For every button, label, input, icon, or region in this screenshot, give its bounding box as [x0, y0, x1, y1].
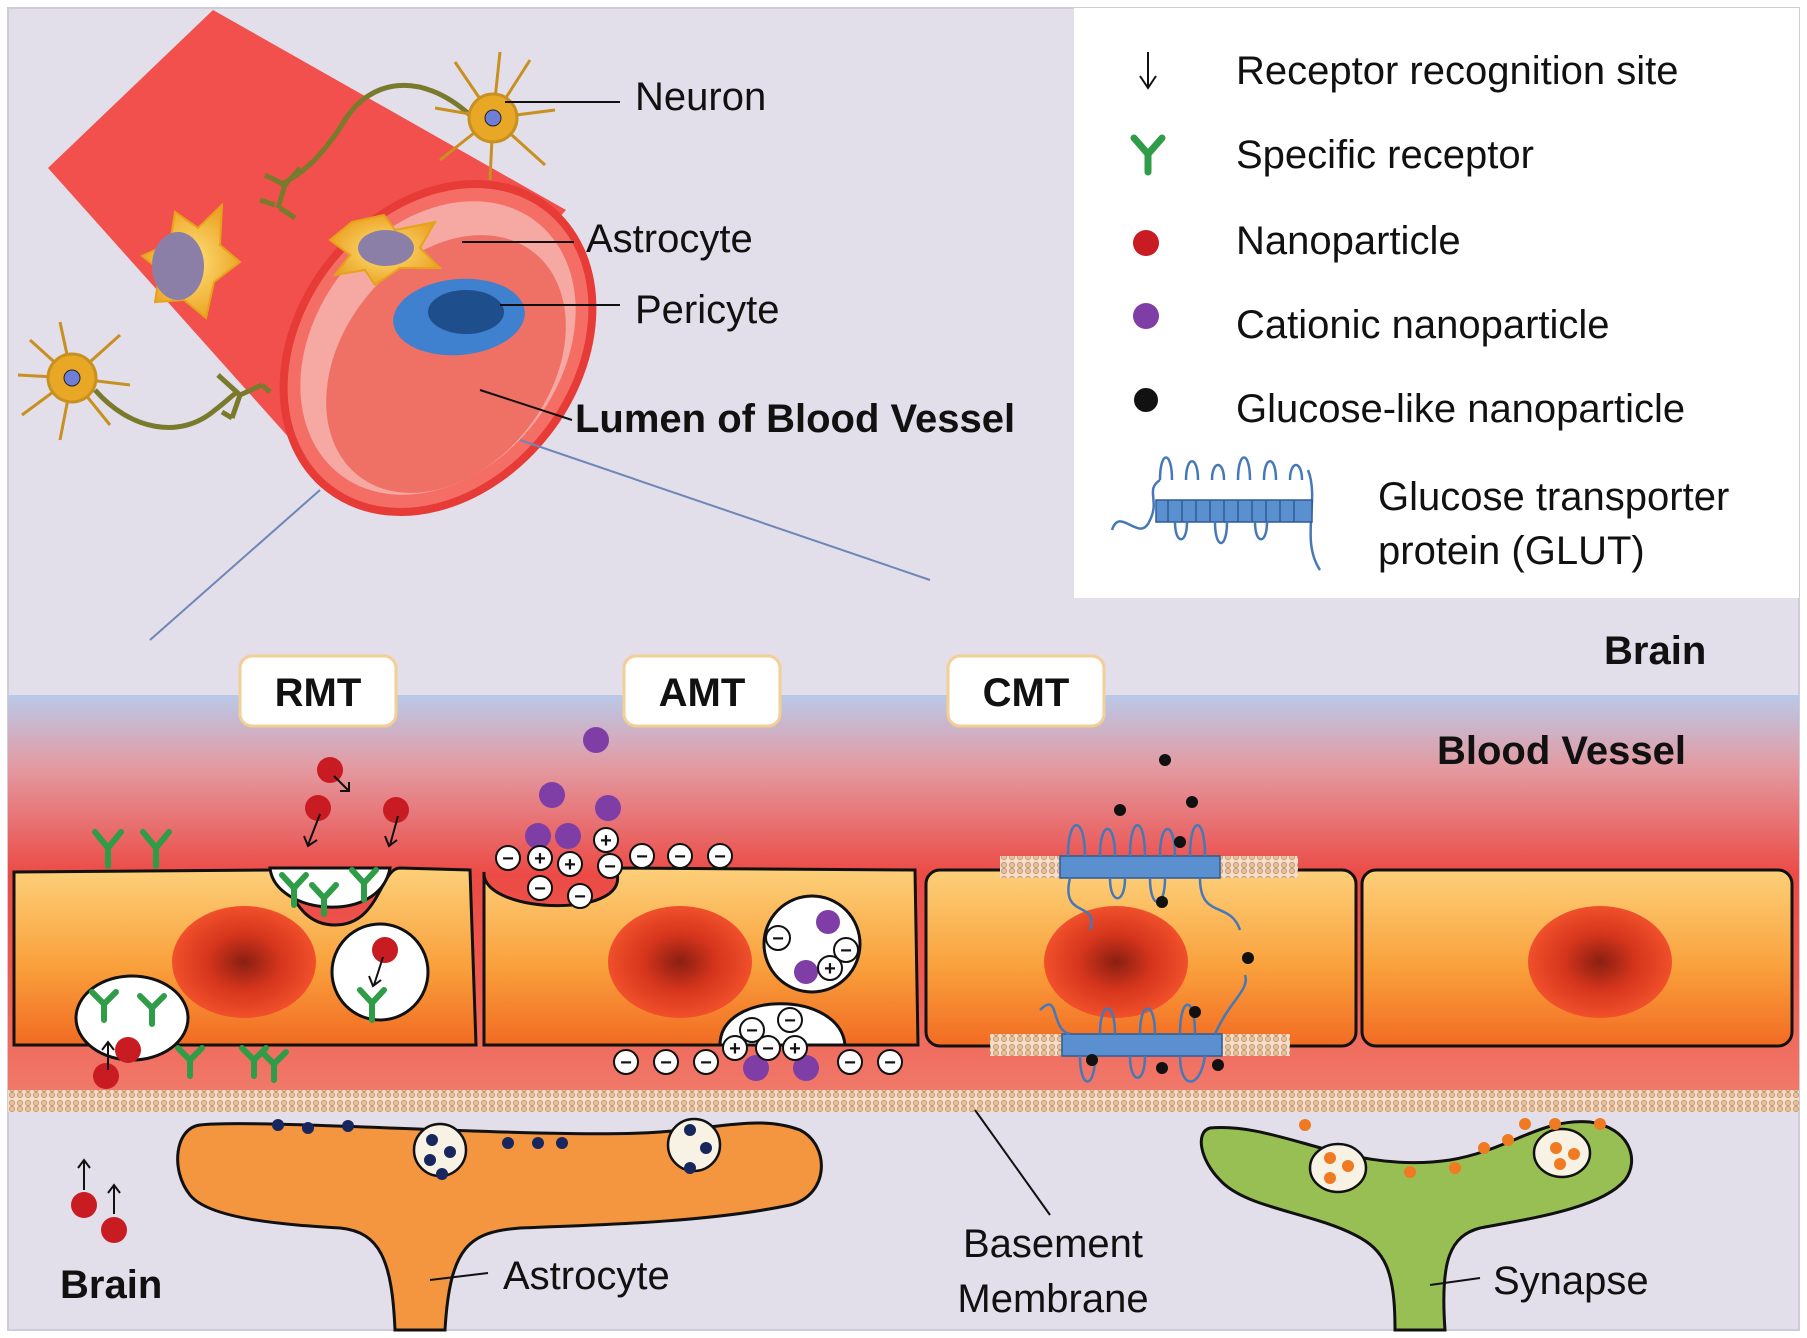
label-astrocyte-bottom: Astrocyte [503, 1254, 670, 1298]
charge-minus: − [534, 878, 546, 900]
charge-minus: − [636, 846, 648, 868]
synapse-vesicle-2 [1532, 1127, 1592, 1179]
zoom-line-left [149, 489, 321, 641]
neuron-terminal-top [259, 166, 302, 221]
basement-membrane [8, 1090, 1799, 1112]
legend: Receptor recognition site Specific recep… [1110, 49, 1729, 573]
charge-minus: − [714, 846, 726, 868]
neuron-terminal-bottom [216, 373, 272, 421]
label-cmt: CMT [983, 671, 1070, 715]
legend-receptor-site: Receptor recognition site [1236, 49, 1678, 93]
charge-minus: − [674, 846, 686, 868]
charge-circles [495, 827, 903, 1075]
charge-plus: + [729, 1038, 741, 1060]
charge-minus: − [620, 1052, 632, 1074]
neuron-body-top [434, 51, 556, 181]
specific-receptor-icon [1130, 134, 1166, 176]
charge-plus: + [600, 830, 612, 852]
vessel-body [48, 10, 566, 478]
legend-nanoparticle: Nanoparticle [1236, 219, 1461, 263]
label-brain-top: Brain [1604, 629, 1706, 673]
neuron-axon-bottom [93, 388, 242, 430]
rmt-vesicle-1 [330, 922, 430, 1022]
astrocyte-foot [176, 1121, 823, 1332]
cationic-nanoparticle-icon [1133, 303, 1159, 329]
nanoparticle-icon [1133, 230, 1159, 256]
cell-nucleus-2 [608, 906, 752, 1018]
pericyte-nucleus [428, 290, 504, 334]
label-synapse: Synapse [1493, 1259, 1649, 1303]
cell-nucleus-4 [1528, 906, 1672, 1018]
glut-transporter-bottom [1039, 974, 1248, 1083]
mechanism-amt: AMT [622, 654, 782, 728]
mechanism-cmt: CMT [946, 654, 1106, 728]
receptor-site-icon [1139, 52, 1157, 90]
legend-specific-receptor: Specific receptor [1236, 133, 1534, 177]
label-lumen: Lumen of Blood Vessel [575, 397, 1015, 441]
vessel-illustration: Neuron Astrocyte Pericyte Lumen of Blood… [17, 10, 1015, 641]
leader-basement [974, 1109, 1051, 1216]
charge-plus: + [564, 854, 576, 876]
label-brain-bottom: Brain [60, 1263, 162, 1307]
label-basement-line2: Membrane [957, 1277, 1148, 1321]
charge-minus: − [700, 1052, 712, 1074]
label-amt: AMT [659, 671, 746, 715]
neuron-body-bottom [17, 321, 131, 441]
bbb-cross-section: − + + + − − − − − − − − + − − + − + − − … [8, 629, 1799, 1332]
charge-minus: − [884, 1052, 896, 1074]
charge-minus: − [840, 940, 852, 962]
cell-nucleus-1 [172, 906, 316, 1018]
charge-minus: − [784, 1010, 796, 1032]
synapse-vesicle-1 [1308, 1142, 1368, 1194]
legend-glut-line2: protein (GLUT) [1378, 529, 1645, 573]
receptor-arrows [77, 775, 399, 1214]
cell-nucleus-3 [1044, 906, 1188, 1018]
astrocyte-particles [272, 1119, 712, 1180]
label-blood-vessel: Blood Vessel [1437, 729, 1686, 773]
charge-minus: − [844, 1052, 856, 1074]
charge-plus: + [824, 958, 836, 980]
label-rmt: RMT [275, 671, 362, 715]
glut-transporter-top [1059, 824, 1242, 931]
charge-signs: − + + + − − − − − − − − + − − + − + − − … [502, 830, 896, 1074]
leader-lumen [479, 389, 573, 421]
label-basement-line1: Basement [963, 1222, 1143, 1266]
glut-icon [1110, 456, 1322, 571]
neuron-axon-top [278, 82, 472, 188]
legend-glucose-like: Glucose-like nanoparticle [1236, 387, 1685, 431]
leader-synapse [1429, 1277, 1481, 1286]
charge-minus: − [746, 1020, 758, 1042]
synapse-particles [1299, 1118, 1606, 1184]
charge-plus: + [534, 848, 546, 870]
legend-glut-line1: Glucose transporter [1378, 475, 1729, 519]
astrocyte-nucleus-left [152, 232, 204, 300]
astrocyte-vesicle-1 [412, 1122, 468, 1178]
charge-plus: + [789, 1038, 801, 1060]
glucose-nanoparticles [1086, 754, 1254, 1074]
charge-minus: − [762, 1038, 774, 1060]
legend-cationic-nanoparticle: Cationic nanoparticle [1236, 303, 1610, 347]
zoom-line-right [519, 439, 931, 581]
astrocyte-nucleus-center [358, 230, 414, 266]
glucose-nanoparticle-icon [1134, 388, 1158, 412]
label-pericyte: Pericyte [635, 288, 780, 332]
charge-minus: − [772, 928, 784, 950]
synapse [1199, 1120, 1634, 1332]
mechanism-rmt: RMT [238, 654, 398, 728]
label-astrocyte: Astrocyte [586, 217, 753, 261]
charge-minus: − [660, 1052, 672, 1074]
charge-minus: − [574, 886, 586, 908]
nanoparticles [71, 757, 409, 1243]
leader-astrocyte-bottom [429, 1272, 489, 1281]
charge-minus: − [604, 856, 616, 878]
label-neuron: Neuron [635, 75, 766, 119]
charge-minus: − [502, 848, 514, 870]
cationic-nanoparticles [525, 727, 840, 1081]
receptors [89, 829, 387, 1083]
